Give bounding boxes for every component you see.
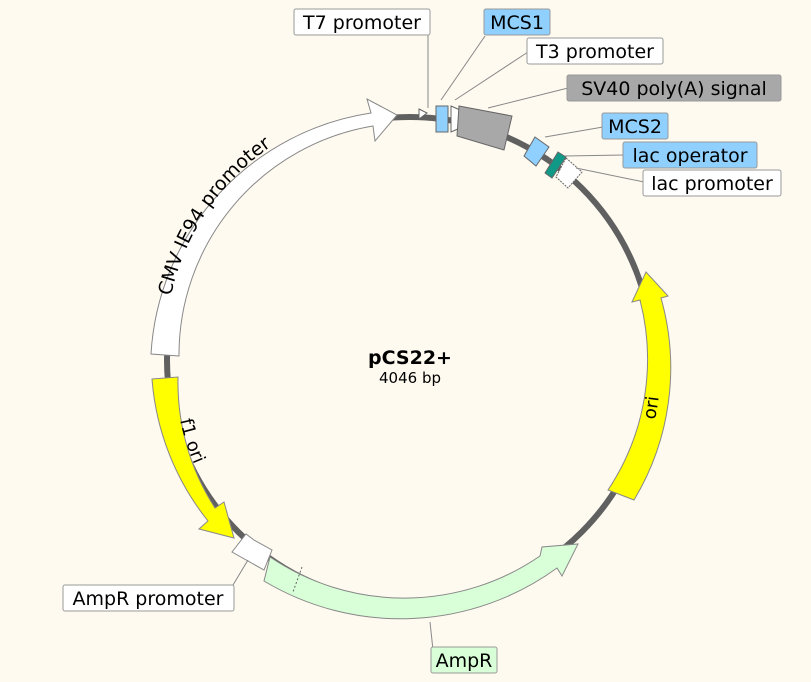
callout-mcs1[interactable]: MCS1 [483,8,551,36]
callout-lac-operator[interactable]: lac operator [622,141,758,169]
ori-label: ori [639,395,663,421]
sv40-polya-label: SV40 poly(A) signal [581,78,767,100]
mcs2-feature[interactable] [523,136,550,167]
t7-promoter-feature[interactable] [418,108,428,120]
ampr-divider [292,566,303,593]
callout-mcs2[interactable]: MCS2 [601,112,669,140]
plasmid-name: pCS22+ [368,347,452,369]
mcs1-label: MCS1 [490,12,544,34]
t7-promoter-label: T7 promoter [302,12,421,34]
lac-operator-label: lac operator [632,145,747,167]
lac-promoter-feature[interactable] [555,157,583,189]
ori-feature[interactable] [607,271,672,501]
ampr-label: AmpR [436,650,493,672]
callout-ampr[interactable]: AmpR [430,646,498,674]
plasmid-size: 4046 bp [379,369,441,387]
sv40-polya-feature[interactable] [456,105,513,151]
lac-operator-feature[interactable] [544,151,567,179]
callout-ampr-promoter[interactable]: AmpR promoter [62,584,235,612]
callout-lac-promoter[interactable]: lac promoter [642,169,782,197]
lac-promoter-label: lac promoter [651,173,773,195]
mcs2-label: MCS2 [608,116,662,138]
mcs1-feature[interactable] [435,105,449,133]
t3-promoter-label: T3 promoter [535,41,654,63]
cmv-promoter-feature[interactable] [150,98,398,357]
callout-t3-promoter[interactable]: T3 promoter [526,37,664,65]
f1-ori-feature[interactable] [151,376,235,539]
ampr-promoter-feature[interactable] [231,533,273,571]
callout-sv40-polya[interactable]: SV40 poly(A) signal [566,74,782,102]
ampr-promoter-label: AmpR promoter [73,588,224,610]
ampr-feature[interactable] [263,543,579,620]
callout-t7-promoter[interactable]: T7 promoter [293,8,431,36]
